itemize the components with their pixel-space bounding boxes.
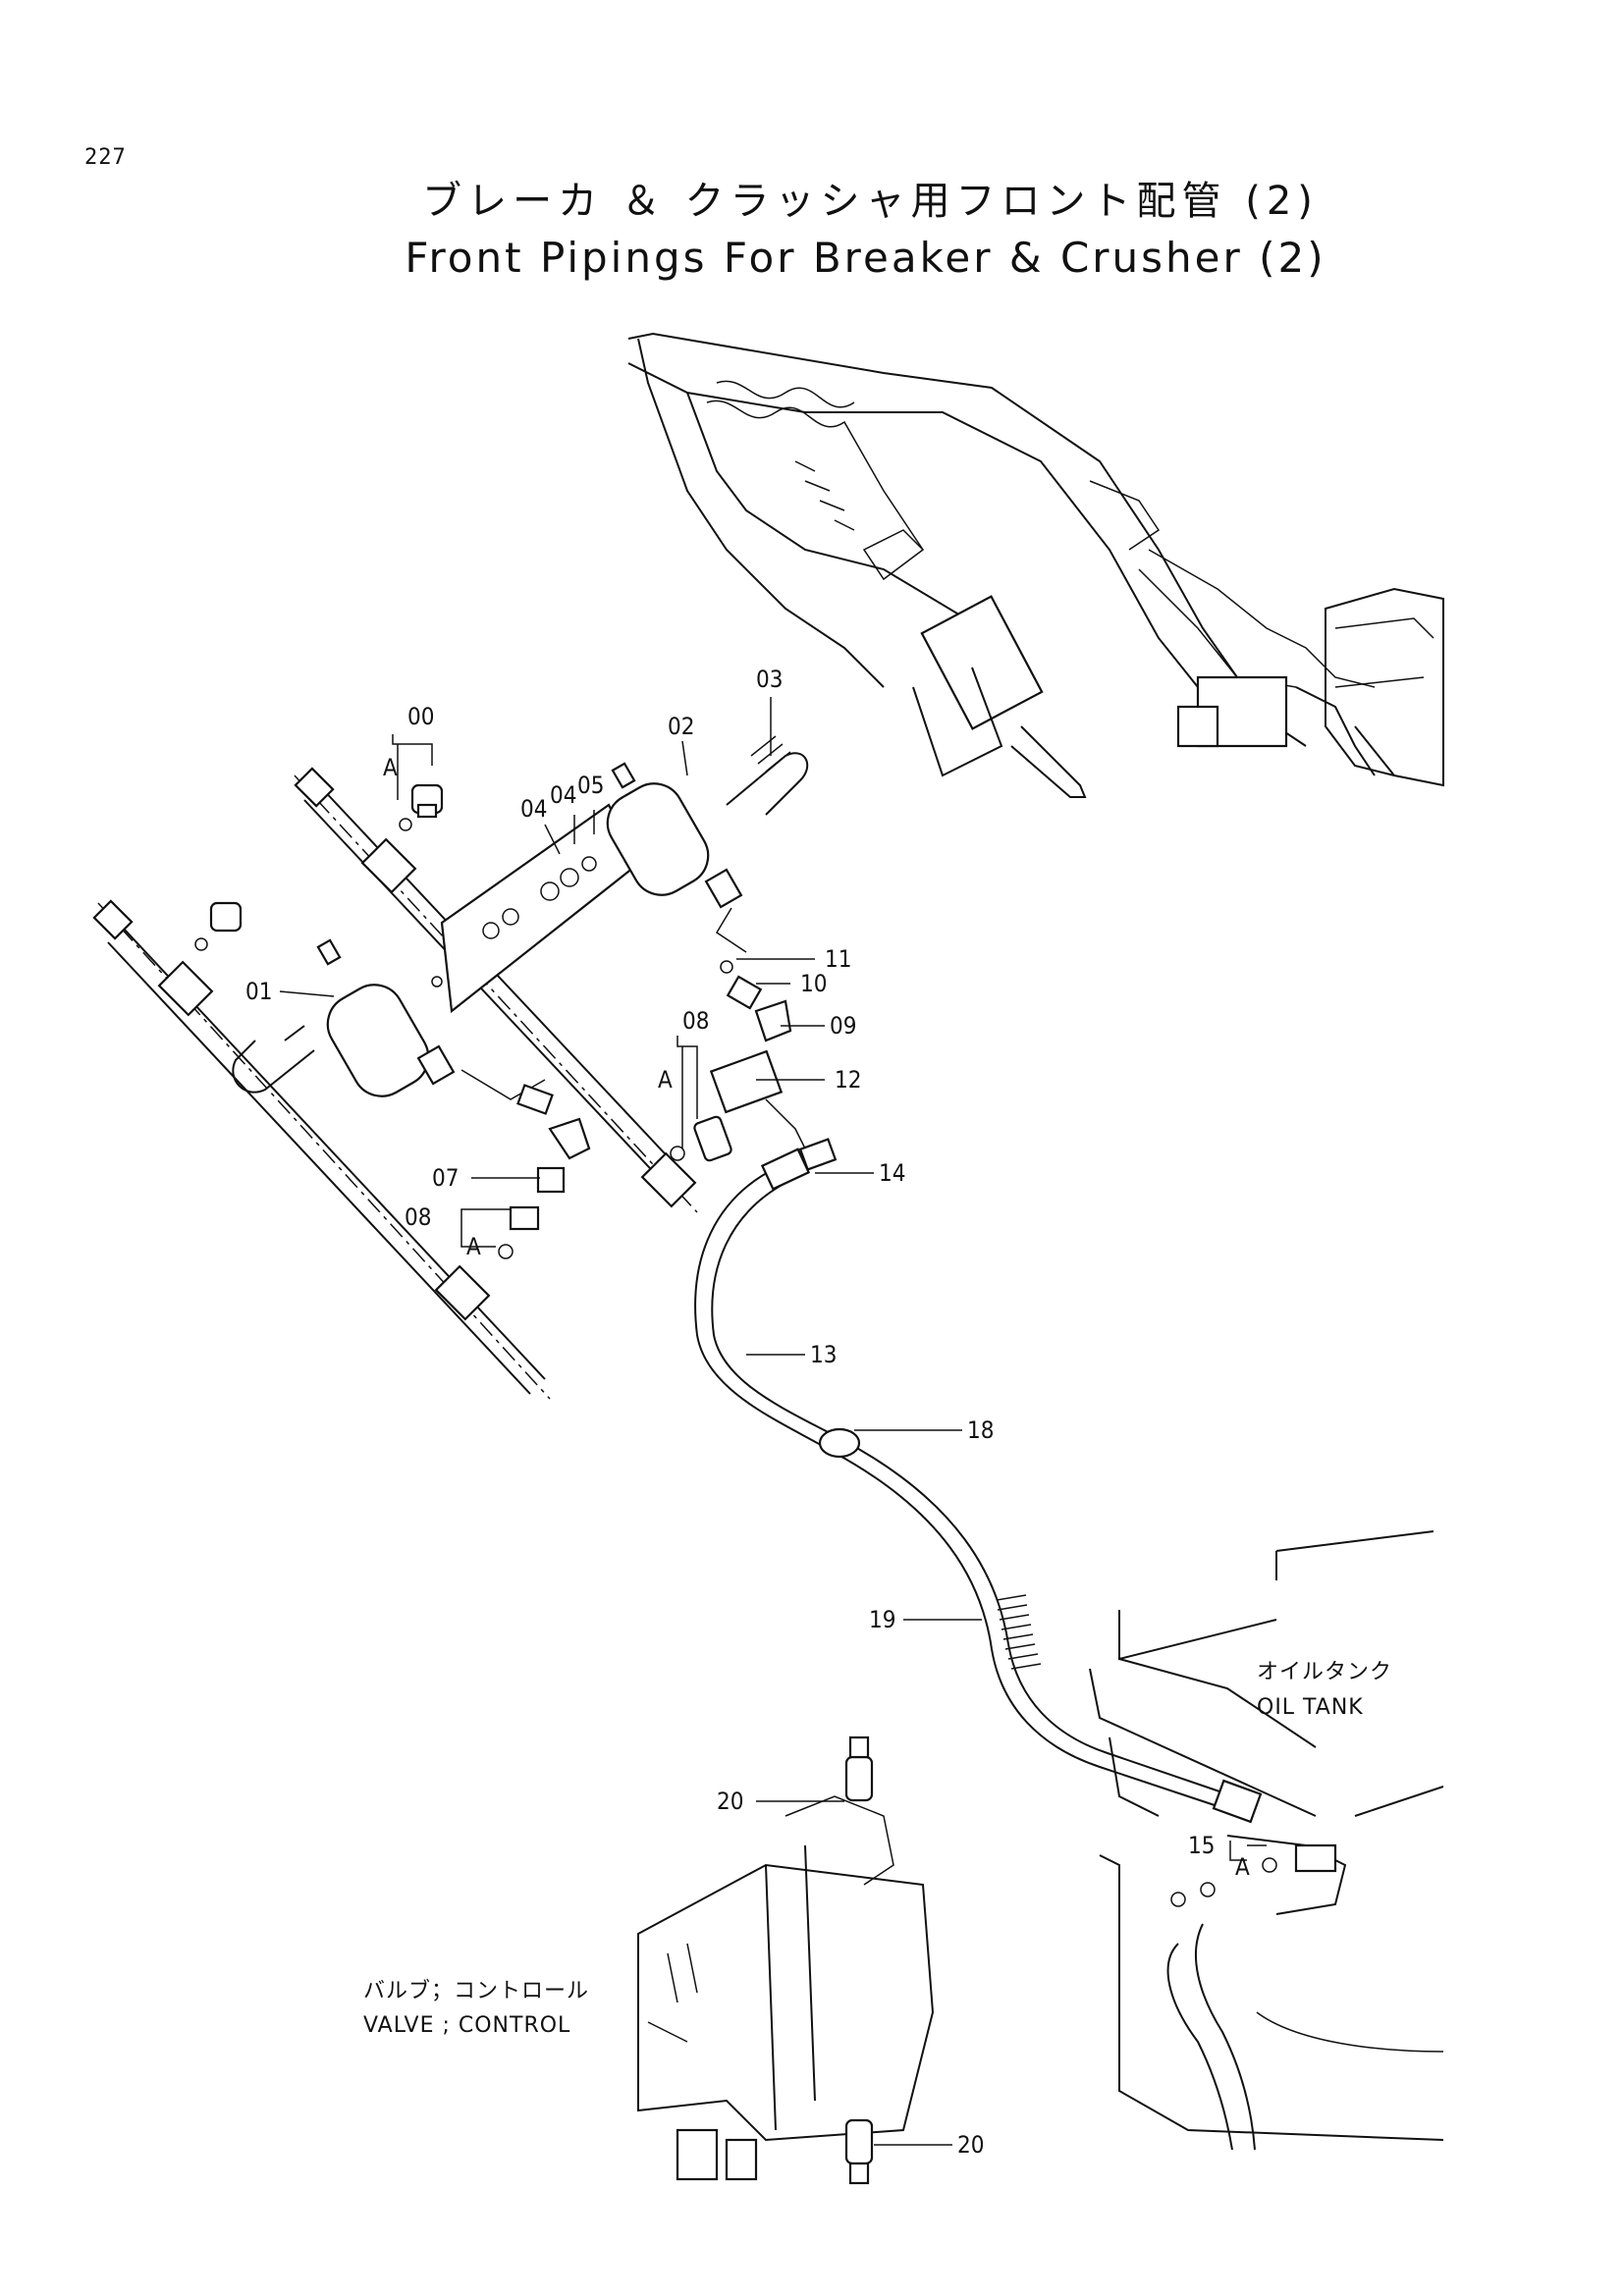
label-04-a: 04 — [520, 795, 547, 823]
valve-caption-jp: バルブ；コントロール — [363, 1979, 589, 2003]
oil-tank-illustration — [1089, 1530, 1444, 2151]
hose-13-19 — [694, 1148, 1263, 1824]
label-02: 02 — [668, 713, 694, 740]
title-japanese: ブレーカ ＆ クラッシャ用フロント配管 (2) — [422, 179, 1319, 224]
label-19: 19 — [869, 1606, 895, 1633]
label-18: 18 — [967, 1416, 994, 1444]
control-valve-illustration — [637, 1735, 935, 2185]
label-20-top: 20 — [717, 1788, 743, 1815]
label-08-left: 08 — [405, 1203, 431, 1231]
label-11: 11 — [825, 945, 851, 973]
title-english: Front Pipings For Breaker & Crusher (2) — [405, 234, 1326, 282]
label-09: 09 — [830, 1012, 856, 1040]
label-a-bottom: A — [1235, 1853, 1250, 1881]
oil-tank-caption-en: OIL TANK — [1257, 1695, 1364, 1720]
label-00: 00 — [407, 703, 434, 730]
boom-arm-breaker-illustration — [627, 332, 1444, 798]
oil-tank-caption-jp: オイルタンク — [1257, 1660, 1392, 1684]
page-number: 227 — [84, 145, 127, 170]
leader-lines — [279, 697, 1267, 2146]
label-08-right: 08 — [682, 1007, 709, 1035]
accumulator-02 — [606, 762, 743, 909]
label-10: 10 — [800, 970, 827, 997]
label-a-top: A — [383, 754, 398, 781]
valve-caption-en: VALVE ; CONTROL — [363, 2013, 570, 2038]
label-04-b: 04 — [550, 781, 576, 809]
label-01: 01 — [245, 978, 272, 1005]
pipe-assembly — [92, 735, 838, 1400]
label-05: 05 — [577, 772, 604, 799]
label-15: 15 — [1188, 1832, 1215, 1859]
part-labels: 00 A 02 03 04 04 05 01 11 10 08 09 A 12 … — [245, 666, 1250, 2159]
label-a-left: A — [466, 1233, 481, 1260]
label-20-bottom: 20 — [957, 2131, 984, 2159]
label-07: 07 — [432, 1164, 459, 1192]
label-03: 03 — [756, 666, 783, 693]
label-13: 13 — [810, 1341, 837, 1368]
label-a-right: A — [658, 1066, 673, 1094]
label-14: 14 — [879, 1159, 905, 1187]
label-12: 12 — [835, 1066, 861, 1094]
accumulator-01 — [316, 938, 456, 1097]
captions: オイルタンク OIL TANK バルブ；コントロール VALVE ; CONTR… — [363, 1660, 1392, 2038]
